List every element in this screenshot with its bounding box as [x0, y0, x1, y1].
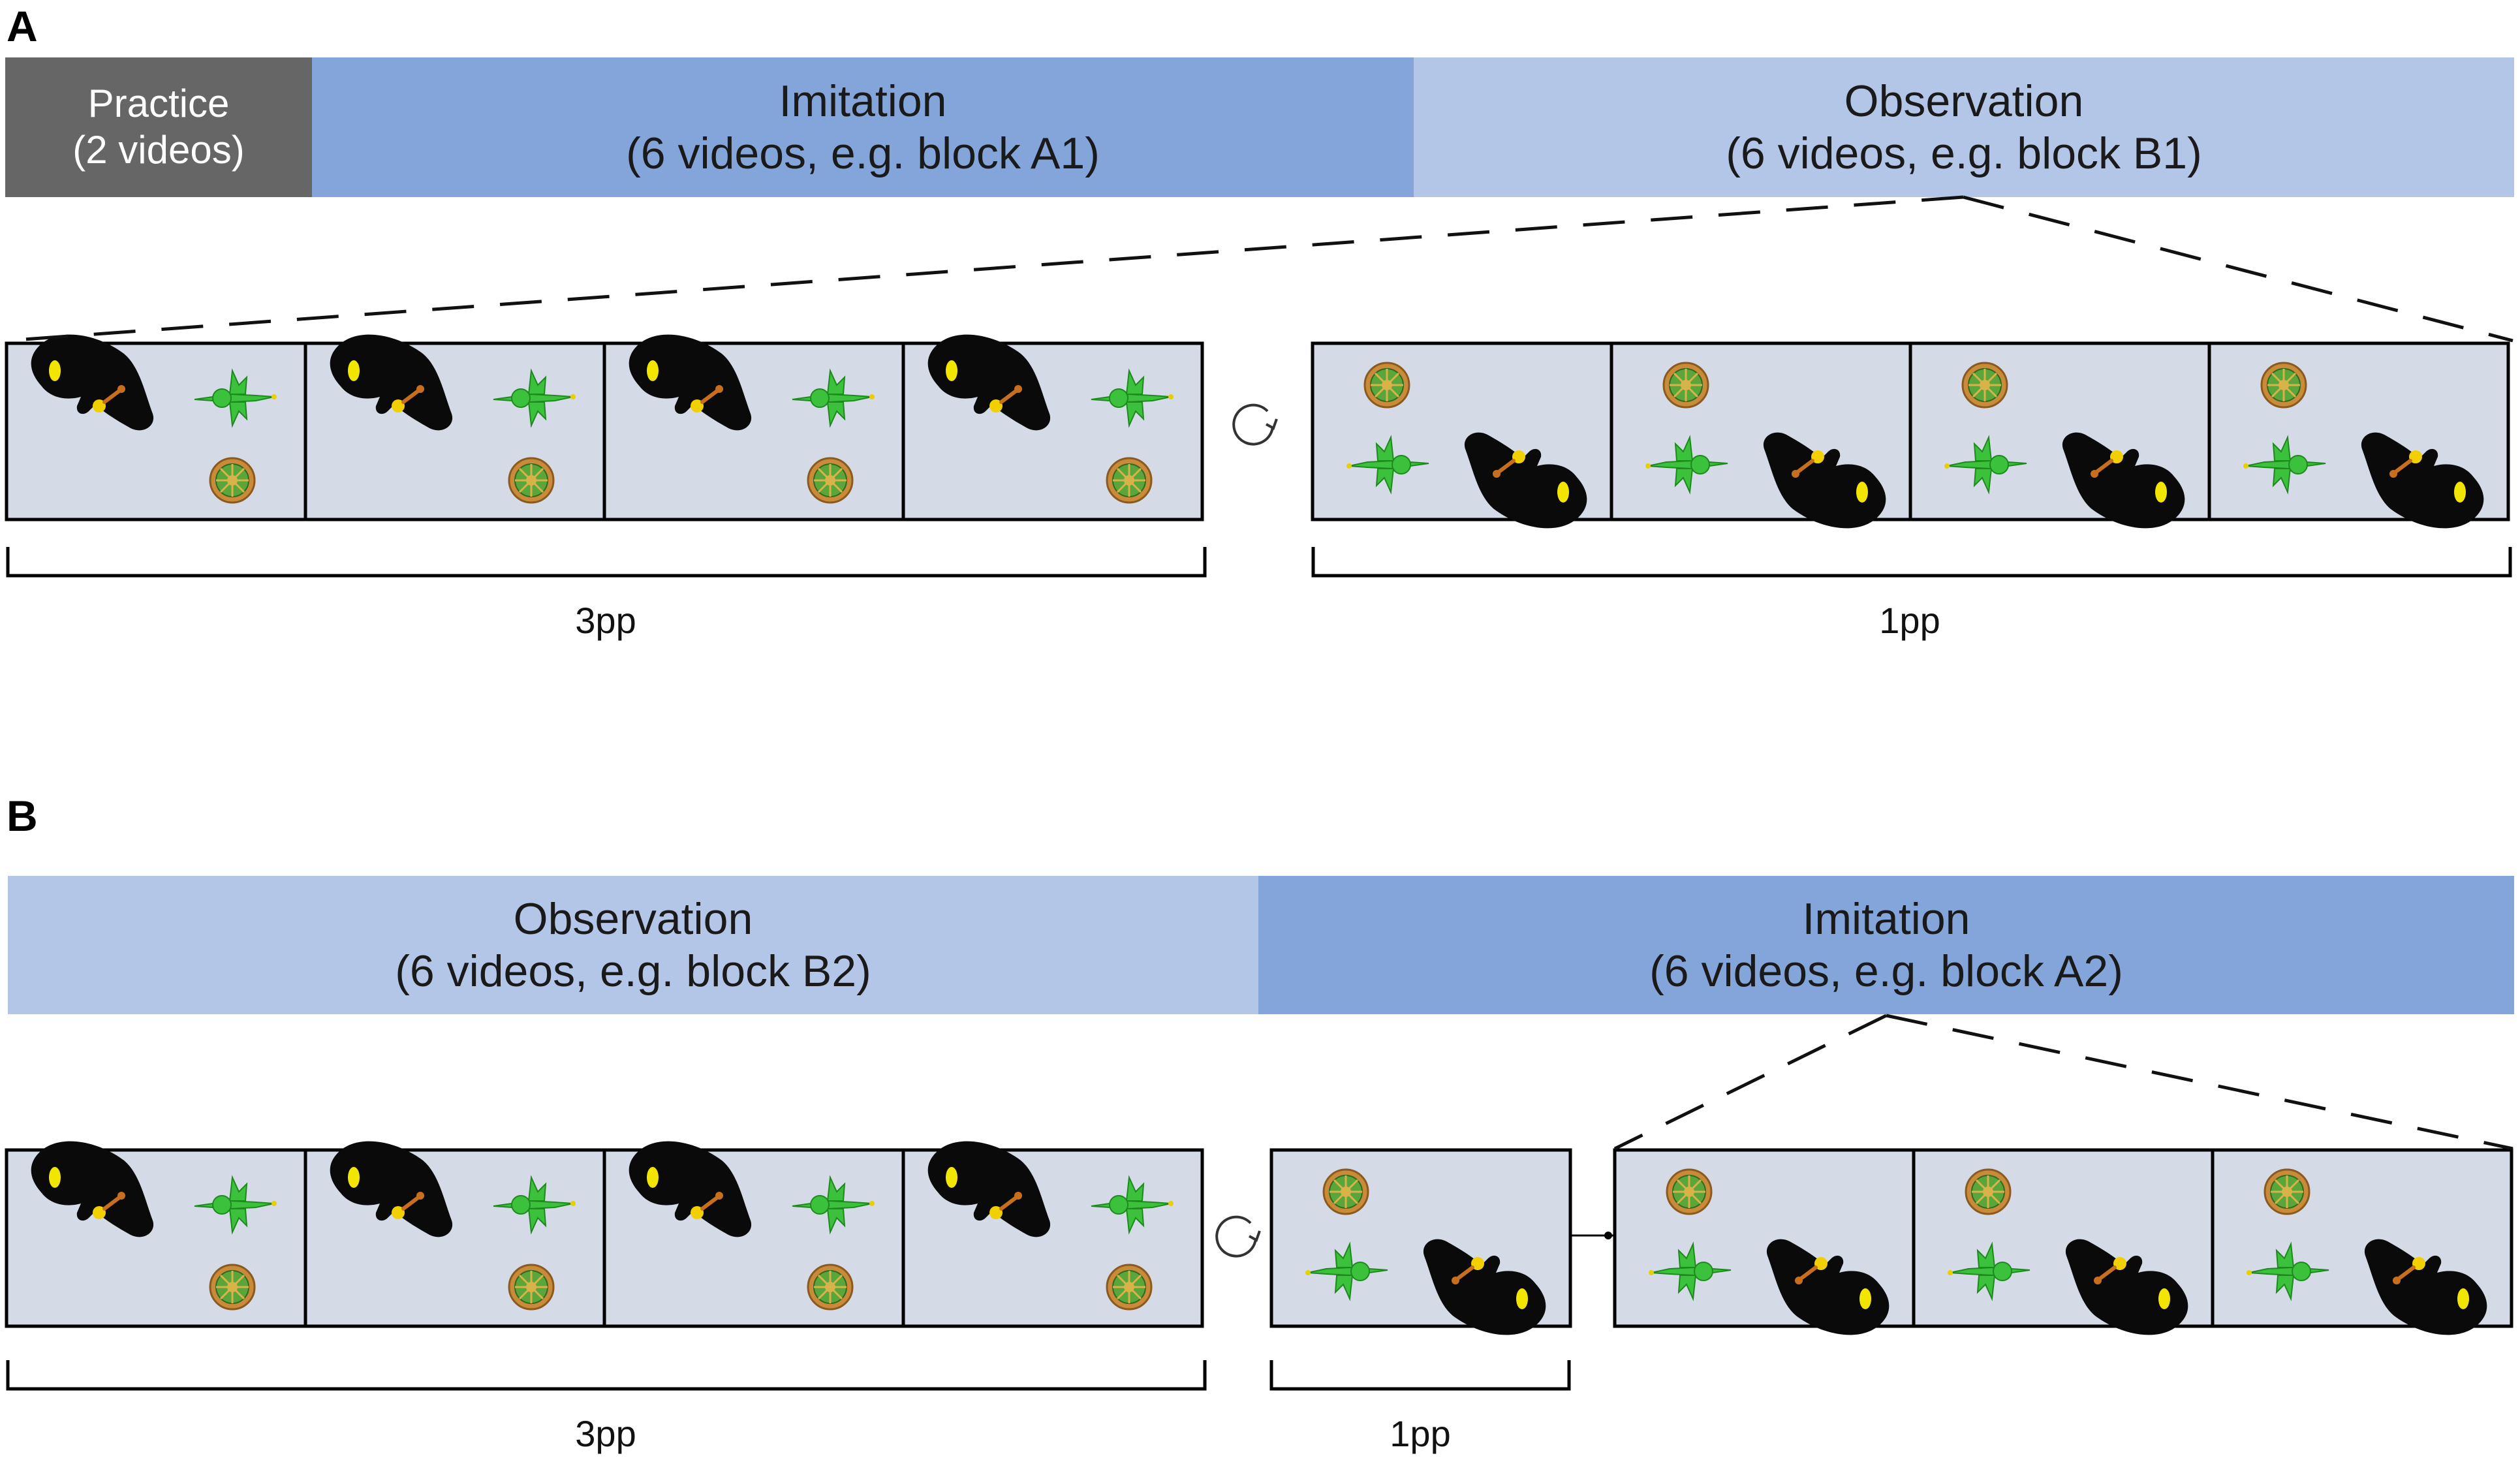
- repeat-arrow-icon: [1232, 403, 1274, 446]
- turtle-toy-icon: [209, 1264, 256, 1311]
- imitation-block-a2: Imitation(6 videos, e.g. block A2): [1258, 876, 2514, 1014]
- group-bracket: [1269, 1360, 1571, 1391]
- turtle-toy-icon: [1961, 362, 2008, 409]
- turtle-toy-icon: [1322, 1168, 1369, 1215]
- imitation-subtitle: (6 videos, e.g. block A2): [1649, 946, 2123, 996]
- practice-title: Practice: [87, 82, 230, 126]
- group-label-3pp: 3pp: [575, 600, 636, 641]
- practice-block: Practice(2 videos): [5, 57, 312, 197]
- turtle-toy-icon: [1965, 1168, 2012, 1215]
- observation-title: Observation: [513, 893, 753, 944]
- zoom-dashed-line: [1963, 195, 2513, 343]
- imitation-block-a1: Imitation(6 videos, e.g. block A1): [312, 57, 1414, 197]
- imitation-title: Imitation: [779, 76, 947, 126]
- zoom-dashed-line: [1613, 1014, 1888, 1151]
- group-bracket: [6, 1360, 1207, 1391]
- turtle-toy-icon: [807, 1264, 854, 1311]
- turtle-toy-icon: [2260, 362, 2307, 409]
- turtle-toy-icon: [1662, 362, 1709, 409]
- video-strip: [1613, 1148, 2513, 1328]
- zoom-dashed-line: [6, 195, 1964, 343]
- observation-block-b2: Observation(6 videos, e.g. block B2): [8, 876, 1258, 1014]
- observation-subtitle: (6 videos, e.g. block B1): [1726, 129, 2202, 178]
- zoom-dashed-line: [1886, 1014, 2513, 1151]
- turtle-toy-icon: [2263, 1168, 2310, 1215]
- group-label-1pp: 1pp: [1390, 1413, 1451, 1454]
- turtle-toy-icon: [508, 1264, 555, 1311]
- turtle-toy-icon: [1363, 362, 1410, 409]
- connector-dot: [1604, 1232, 1612, 1239]
- turtle-toy-icon: [209, 457, 256, 504]
- group-label-1pp: 1pp: [1879, 600, 1940, 641]
- panel-label-a: A: [7, 2, 38, 50]
- turtle-toy-icon: [1106, 457, 1153, 504]
- practice-subtitle: (2 videos): [72, 128, 245, 172]
- group-bracket: [1311, 547, 2512, 578]
- observation-block-b1: Observation(6 videos, e.g. block B1): [1414, 57, 2514, 197]
- panel-label-b: B: [7, 792, 38, 840]
- imitation-title: Imitation: [1802, 893, 1970, 944]
- imitation-subtitle: (6 videos, e.g. block A1): [626, 129, 1100, 178]
- repeat-arrow-icon: [1215, 1215, 1257, 1258]
- repeat-arrow-head: [1266, 418, 1278, 430]
- turtle-toy-icon: [1666, 1168, 1713, 1215]
- turtle-toy-icon: [1106, 1264, 1153, 1311]
- observation-subtitle: (6 videos, e.g. block B2): [395, 946, 871, 996]
- group-label-3pp: 3pp: [575, 1413, 636, 1454]
- group-bracket: [6, 547, 1207, 578]
- turtle-toy-icon: [508, 457, 555, 504]
- turtle-toy-icon: [807, 457, 854, 504]
- observation-title: Observation: [1844, 76, 2084, 126]
- repeat-arrow-head: [1249, 1230, 1261, 1242]
